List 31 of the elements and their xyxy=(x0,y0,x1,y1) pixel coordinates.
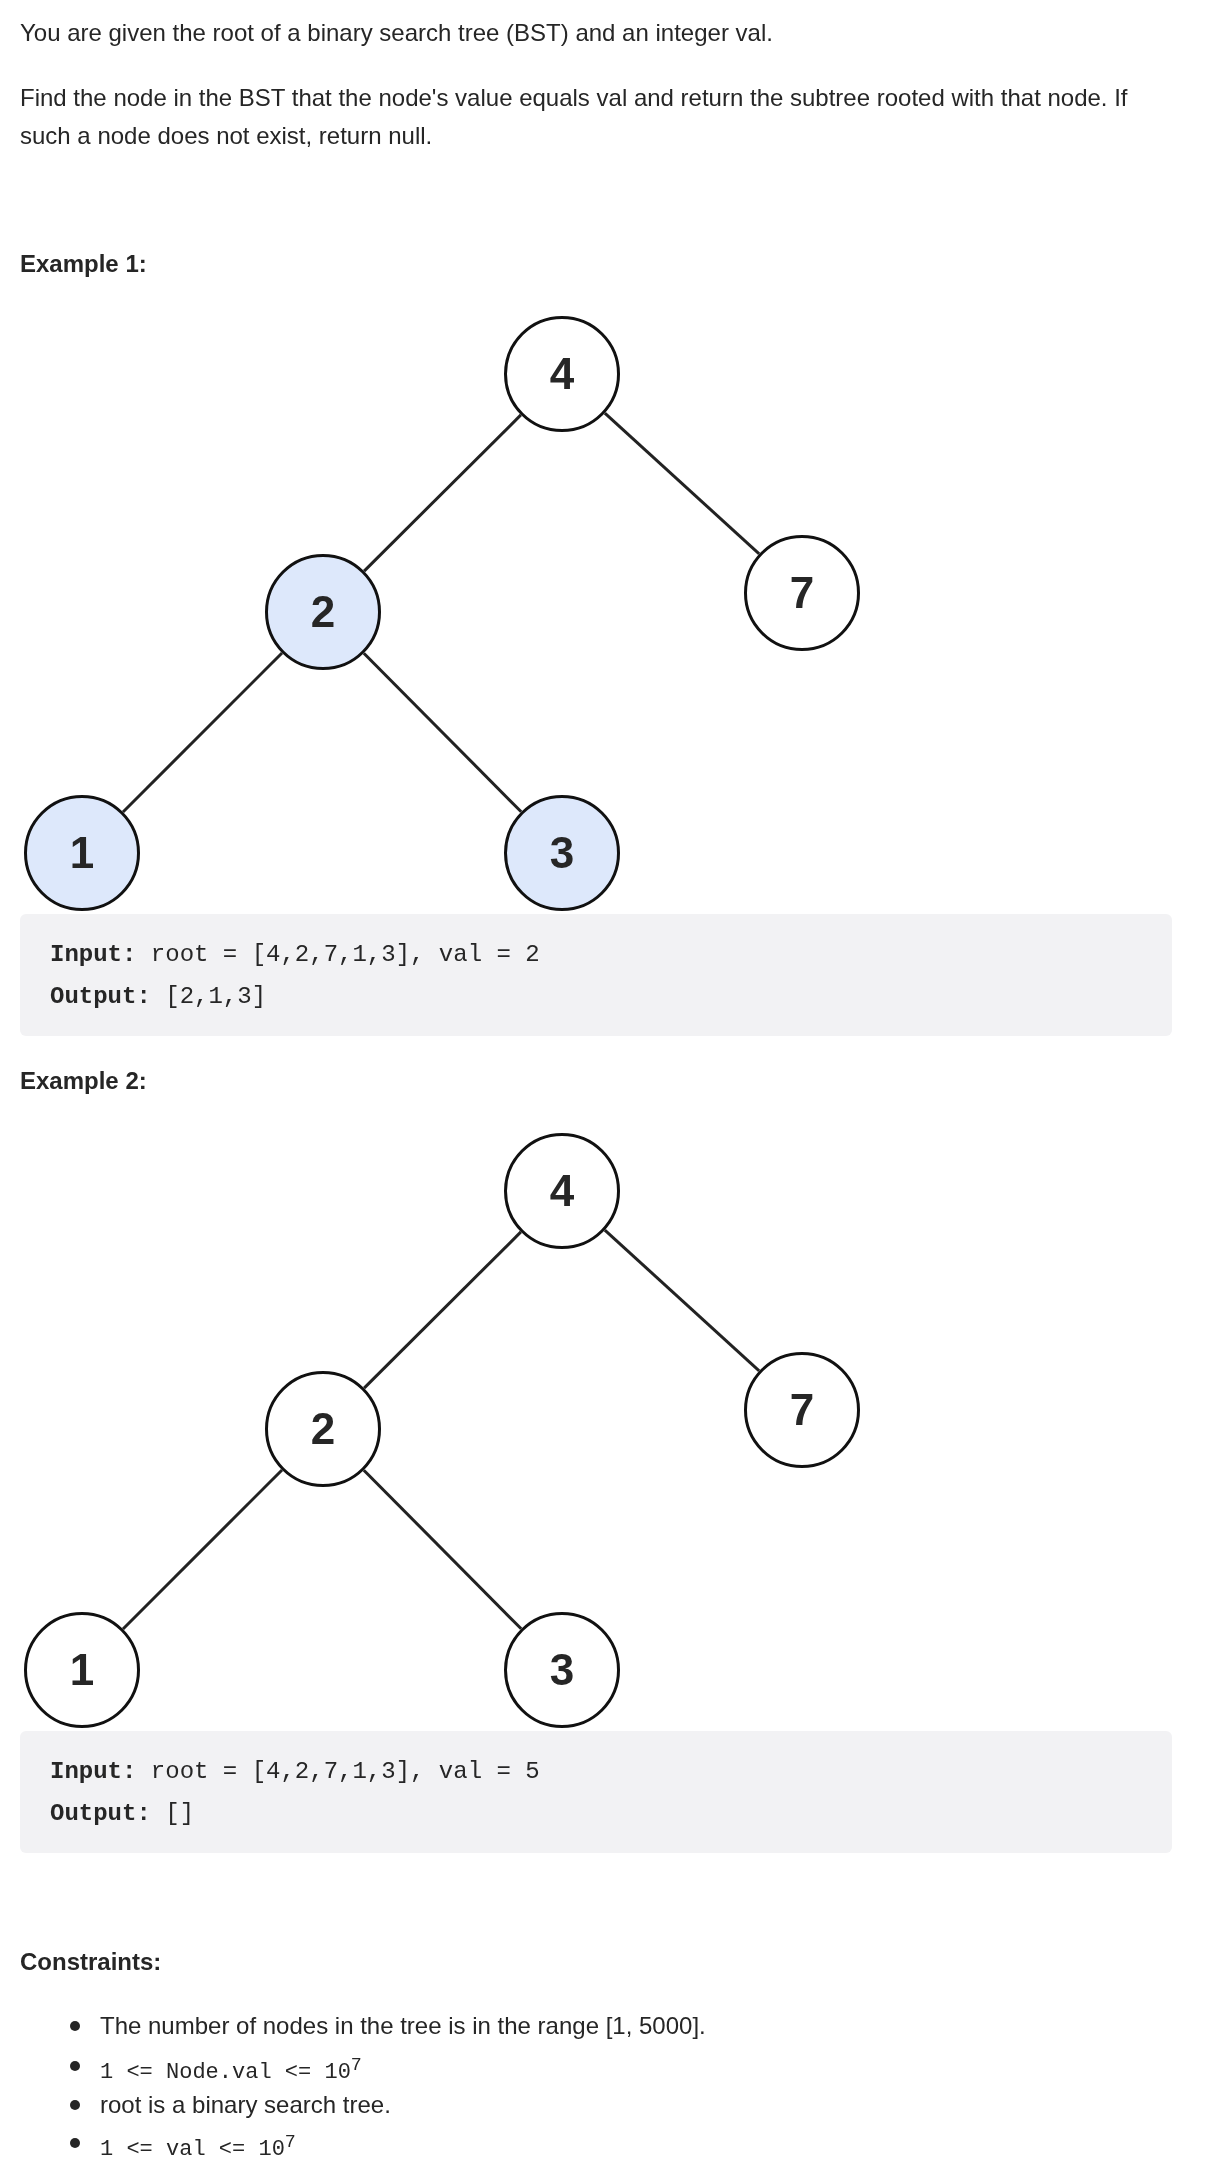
tree-node-circle: 3 xyxy=(504,795,620,911)
tree-node-circle: 4 xyxy=(504,316,620,432)
tree-node-circle: 4 xyxy=(504,1133,620,1249)
description-text: Find the node in the BST that the node's value equals val and return the subtree rooted with that node. If such a node does not exist, return null. xyxy=(20,83,1129,151)
tree-edge xyxy=(121,651,284,814)
tree-node-circle: 2 xyxy=(265,1371,381,1487)
input-text: Input: root = [4,2,7,1,3], val = 5 xyxy=(50,1757,540,1787)
tree-edge xyxy=(603,412,761,555)
tree-node-circle: 7 xyxy=(744,1352,860,1468)
tree-node-circle: 1 xyxy=(24,795,140,911)
description-text: You are given the root of a binary search tree (BST) and an integer val. xyxy=(20,18,774,48)
constraint-text: 1 <= val <= 10$^{7}$ xyxy=(100,2131,296,2165)
input-text: Input: root = [4,2,7,1,3], val = 2 xyxy=(50,940,540,970)
output-text: Output: [] xyxy=(50,1799,195,1829)
tree-edge xyxy=(363,1230,522,1390)
output-text: Output: [2,1,3] xyxy=(50,982,267,1012)
tree-node-circle: 7 xyxy=(744,535,860,651)
tree-edge xyxy=(362,652,523,813)
example-heading: Example 1: xyxy=(20,249,147,279)
tree-node-circle: 2 xyxy=(265,554,381,670)
tree-edge xyxy=(121,1468,284,1631)
tree-edge xyxy=(363,413,522,573)
example-heading: Example 2: xyxy=(20,1066,147,1096)
constraint-text: root is a binary search tree. xyxy=(100,2090,391,2120)
section-heading: Constraints: xyxy=(20,1947,162,1977)
tree-node-circle: 1 xyxy=(24,1612,140,1728)
constraint-text: 1 <= Node.val <= 10$^{7}$ xyxy=(100,2054,362,2088)
constraint-text: The number of nodes in the tree is in the range [1, 5000]. xyxy=(100,2011,706,2041)
tree-node-circle: 3 xyxy=(504,1612,620,1728)
tree-edge xyxy=(603,1229,761,1372)
tree-edge xyxy=(362,1469,523,1630)
